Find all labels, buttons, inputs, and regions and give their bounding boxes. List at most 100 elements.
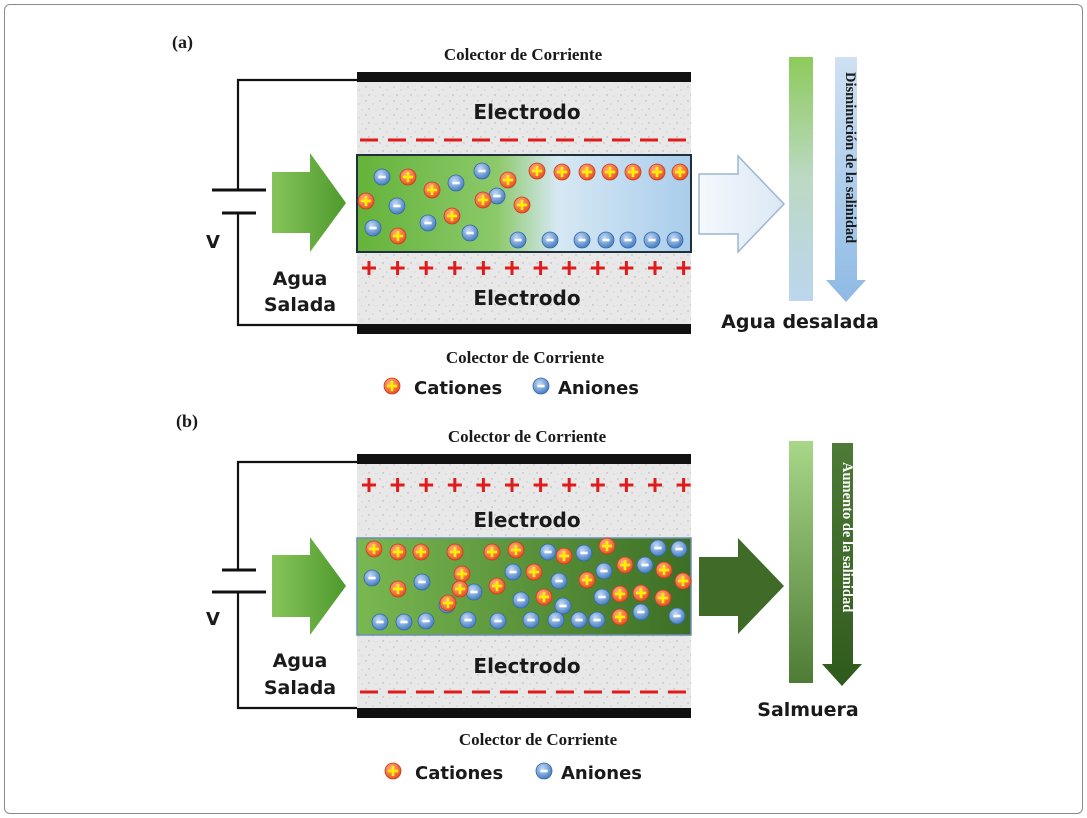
anion-particle: [588, 611, 606, 629]
salinity-trend-label: Disminución de la salinidad: [842, 72, 858, 243]
cation-particle: [555, 547, 573, 565]
anion-particle: [539, 543, 557, 561]
panel-b: (b) Colector de Corriente V Electrodo El…: [176, 411, 862, 784]
collector-top-label: Colector de Corriente: [448, 427, 607, 446]
collector-bottom-label: Colector de Corriente: [459, 730, 618, 749]
collector-bottom-label: Colector de Corriente: [446, 348, 605, 367]
cation-particle: [513, 196, 531, 214]
cation-particle: [624, 163, 642, 181]
cation-particle: [632, 584, 650, 602]
current-collector-top: [357, 454, 691, 464]
cation-particle: [451, 580, 469, 598]
outlet-arrow: [698, 154, 786, 254]
anion-particle: [388, 197, 406, 215]
cation-particle: [474, 191, 492, 209]
cation-particle: [389, 227, 407, 245]
inlet-label-line1: Agua: [273, 268, 328, 290]
anion-particle: [447, 174, 465, 192]
cation-particle: [423, 181, 441, 199]
cation-particle: [389, 543, 407, 561]
anion-particle: [364, 219, 382, 237]
cation-particle: [616, 556, 634, 574]
electrode-top: [357, 464, 691, 538]
anion-particle: [417, 612, 435, 630]
legend-cations-label: Cationes: [415, 763, 503, 784]
cation-particle: [655, 561, 673, 579]
anion-particle: [632, 603, 650, 621]
circuit-wire: [236, 78, 357, 327]
panel-a-label: (a): [172, 32, 193, 53]
legend-cations-label: Cationes: [414, 378, 502, 399]
anion-particle: [550, 572, 568, 590]
cation-particle: [598, 537, 616, 555]
cation-particle: [578, 571, 596, 589]
anion-particle: [649, 539, 667, 557]
electrode-bottom: [357, 252, 691, 324]
anion-legend-icon: [535, 762, 553, 780]
current-collector-bottom: [357, 324, 691, 334]
cation-particle: [525, 563, 543, 581]
cation-legend-icon: [384, 762, 402, 780]
salinity-trend-label: Aumento de la salinidad: [839, 462, 855, 612]
cation-particle: [389, 580, 407, 598]
electrode-bottom-label: Electrodo: [473, 654, 580, 678]
cation-particle: [399, 168, 417, 186]
electrode-top-label: Electrodo: [473, 100, 580, 124]
anion-particle: [459, 611, 477, 629]
anion-particle: [489, 612, 507, 630]
anion-particle: [619, 231, 637, 249]
voltage-label: V: [206, 232, 220, 253]
cation-particle: [365, 540, 383, 558]
cation-particle: [439, 594, 457, 612]
current-collector-top: [357, 72, 691, 82]
outlet-arrow: [699, 538, 784, 634]
outlet-label: Salmuera: [757, 699, 858, 721]
electrode-bottom: [357, 635, 691, 708]
anion-particle: [575, 544, 593, 562]
legend-anions-label: Aniones: [558, 378, 639, 399]
anion-particle: [573, 231, 591, 249]
anion-particle: [363, 569, 381, 587]
anion-particle: [554, 597, 572, 615]
legend-anions-label: Aniones: [561, 763, 642, 784]
salinity-trend-arrow: [826, 57, 866, 302]
cation-particle: [611, 608, 629, 626]
cation-particle: [443, 207, 461, 225]
anion-particle: [547, 611, 565, 629]
anion-particle: [666, 231, 684, 249]
cation-particle: [671, 163, 689, 181]
cation-particle: [446, 543, 464, 561]
cation-particle: [483, 543, 501, 561]
anion-legend-icon: [532, 377, 550, 395]
anion-particle: [509, 231, 527, 249]
cation-particle: [528, 162, 546, 180]
cation-particle: [453, 565, 471, 583]
anion-particle: [597, 231, 615, 249]
current-collector-bottom: [357, 708, 691, 718]
anion-particle: [473, 162, 491, 180]
cation-particle: [578, 163, 596, 181]
anion-particle: [395, 613, 413, 631]
anion-particle: [465, 583, 483, 601]
inlet-label-line2: Salada: [264, 677, 336, 699]
anion-particle: [643, 231, 661, 249]
anion-particle: [570, 611, 588, 629]
salinity-trend-arrow: [822, 443, 862, 686]
cation-particle: [674, 572, 692, 590]
panel-a: (a) Colector de Corriente V Electrodo El…: [172, 32, 879, 399]
anion-particle: [488, 187, 506, 205]
circuit-wire: [236, 460, 357, 710]
anion-particle: [373, 168, 391, 186]
anion-particle: [595, 562, 613, 580]
collector-top-label: Colector de Corriente: [444, 45, 603, 64]
panel-b-label: (b): [176, 411, 198, 432]
cation-particle: [488, 577, 506, 595]
cation-particle: [535, 588, 553, 606]
anion-particle: [593, 588, 611, 606]
anion-particle: [670, 540, 688, 558]
anion-particle: [668, 607, 686, 625]
electrode-top: [357, 82, 691, 155]
anion-particle: [636, 556, 654, 574]
cation-particle: [357, 192, 375, 210]
